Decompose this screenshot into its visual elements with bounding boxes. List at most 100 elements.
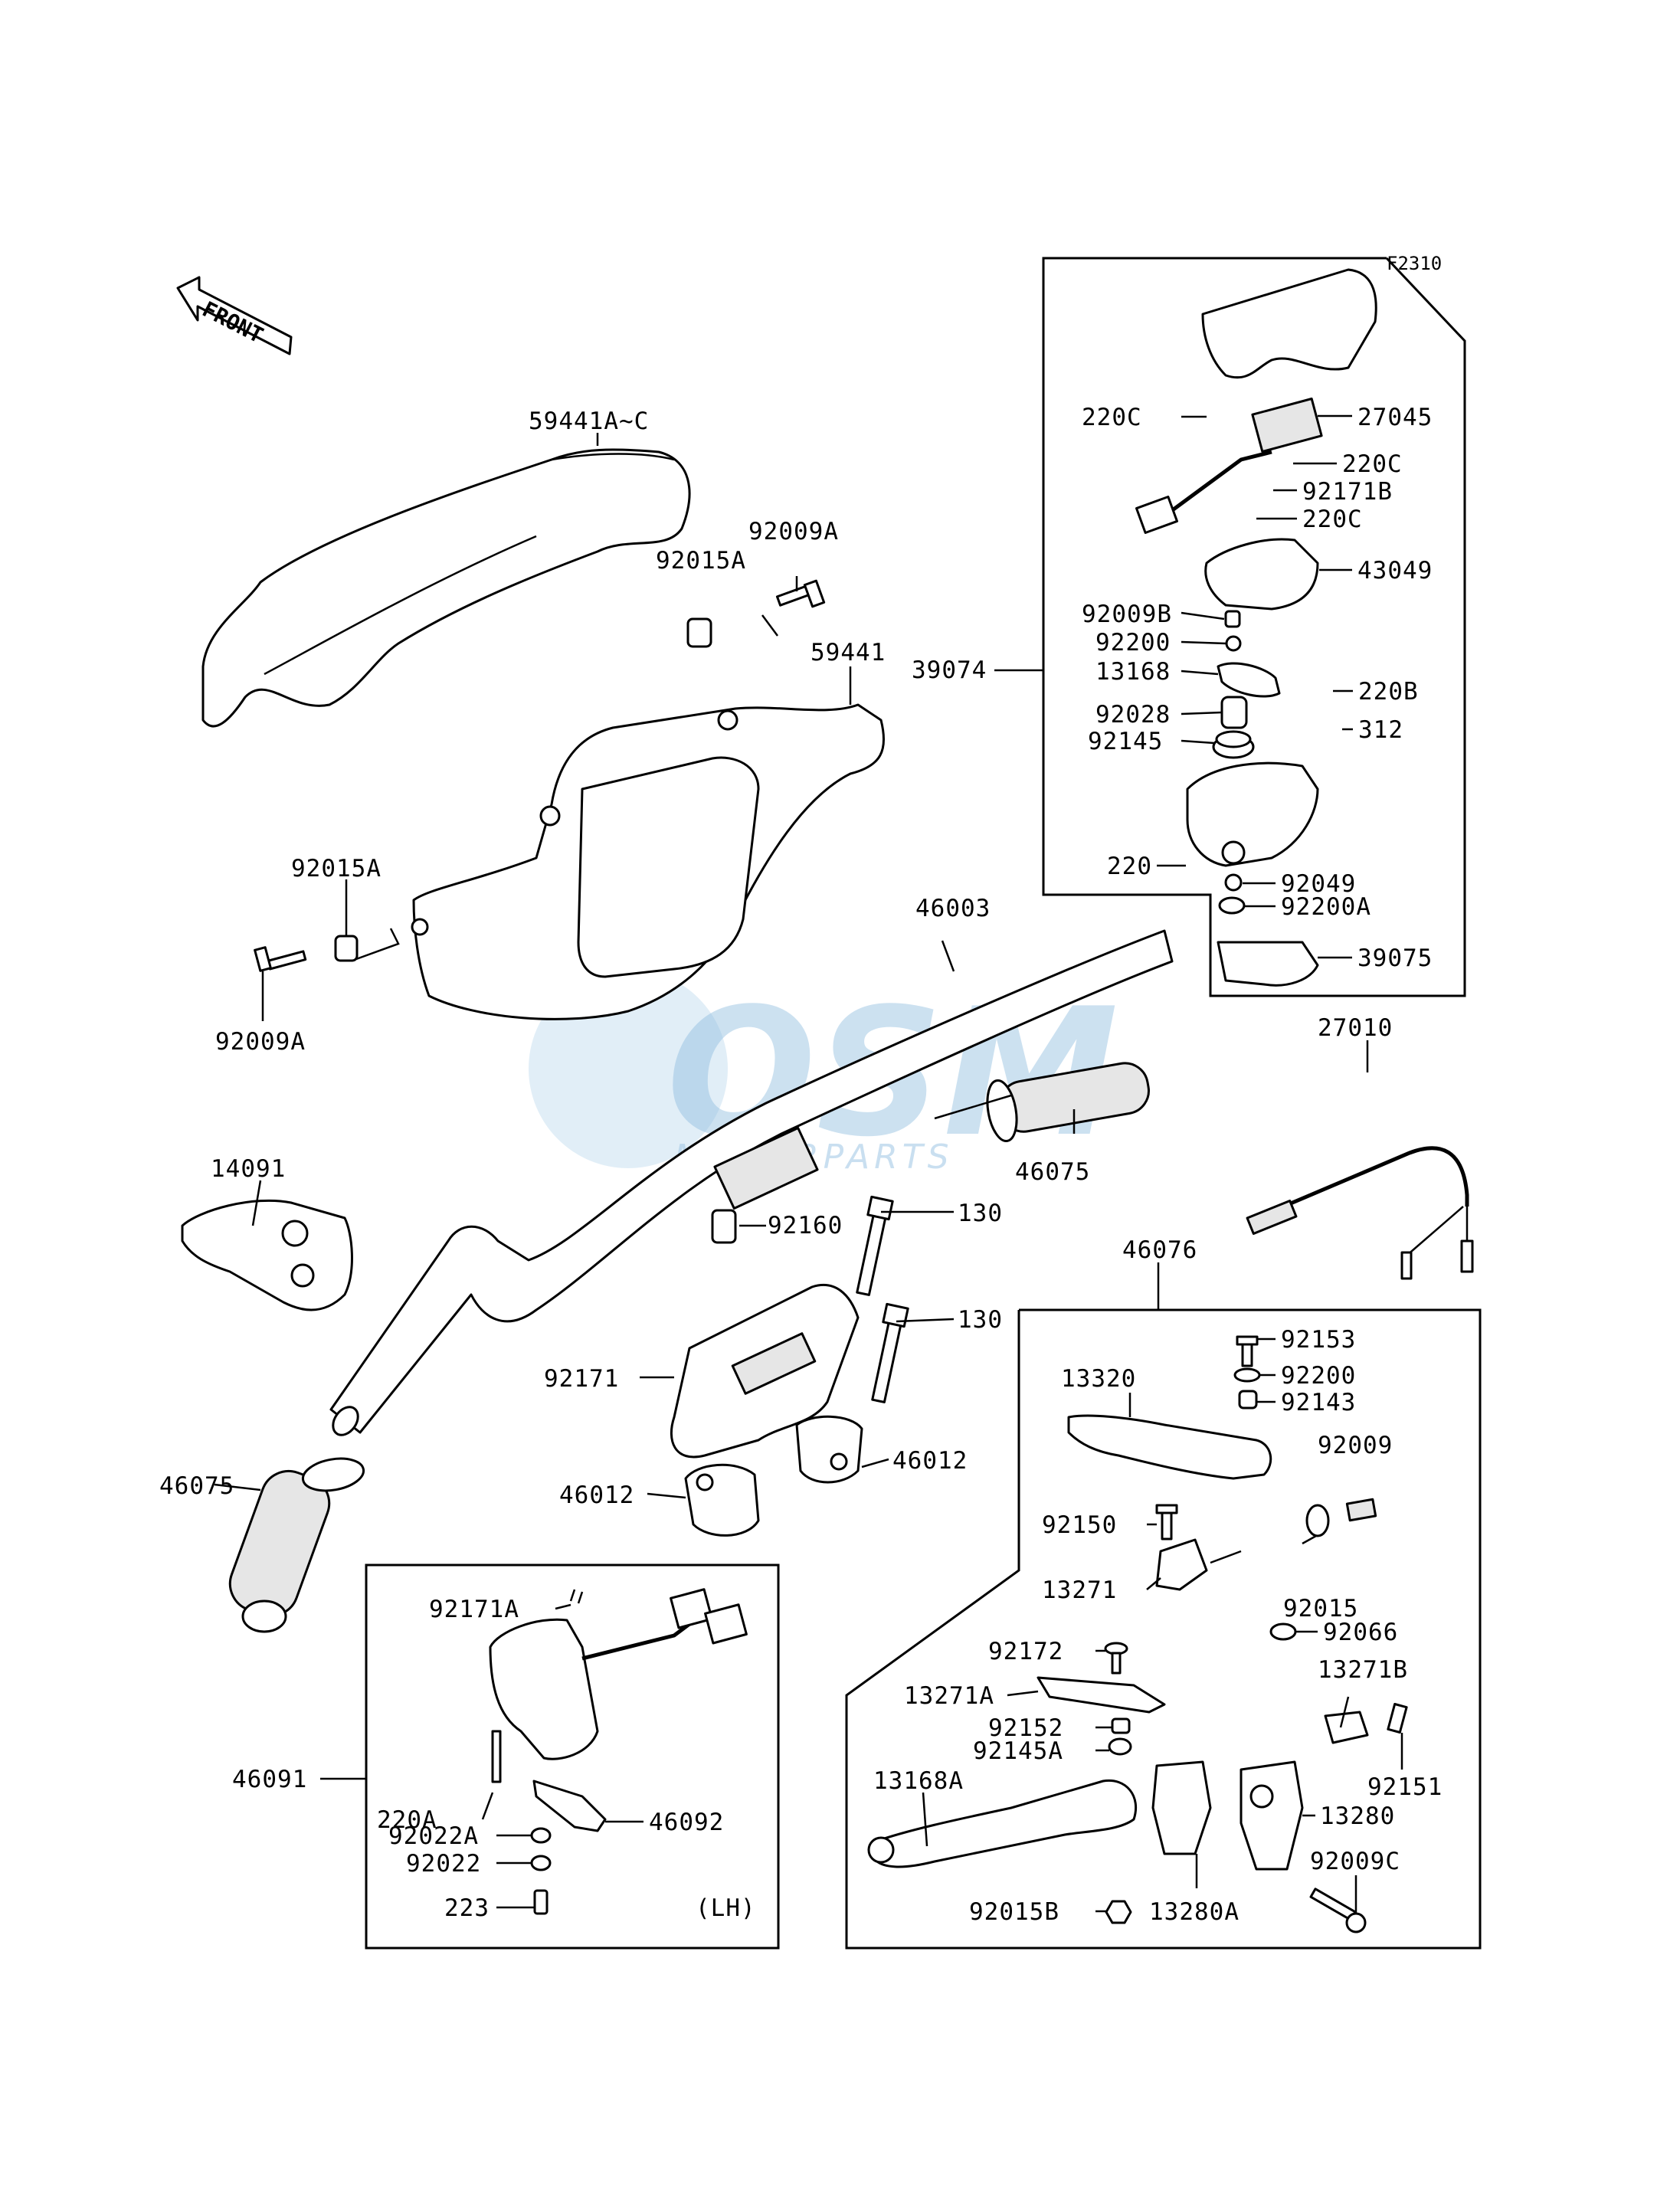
label-13271a: 13271A <box>904 1682 994 1710</box>
front-direction-arrow: FRONT <box>176 276 293 355</box>
label-side-lh: (LH) <box>696 1894 756 1922</box>
label-92009a-left: 92009A <box>215 1028 306 1056</box>
label-92145: 92145 <box>1088 728 1163 755</box>
holder-13280a-part <box>1151 1760 1212 1855</box>
collar-92160-part <box>711 1209 737 1244</box>
lever-46092-part <box>532 1780 607 1832</box>
bolt-92009-part <box>1345 1498 1377 1522</box>
lever-13320-part <box>1067 1414 1272 1480</box>
label-92150: 92150 <box>1042 1511 1117 1539</box>
label-92160: 92160 <box>768 1212 843 1239</box>
grip-left-part <box>228 1457 365 1633</box>
label-92151: 92151 <box>1367 1773 1443 1801</box>
label-92022: 92022 <box>406 1850 481 1878</box>
collar-92015a-top <box>686 617 712 648</box>
cover-14091-part <box>181 1199 353 1311</box>
label-92200-r: 92200 <box>1281 1362 1356 1390</box>
label-27045: 27045 <box>1357 404 1433 431</box>
bolt-92009a-top <box>775 579 826 608</box>
box-46091-group <box>365 1563 780 1950</box>
washer-92049-part <box>1224 873 1243 892</box>
spring-92145a-part <box>1108 1737 1132 1756</box>
switch-27045-part <box>1251 397 1323 453</box>
label-92153: 92153 <box>1281 1326 1356 1354</box>
label-14091: 14091 <box>211 1155 286 1183</box>
label-92022a: 92022A <box>388 1822 479 1850</box>
clamp-46012-left-part <box>684 1463 760 1537</box>
label-92028: 92028 <box>1095 701 1171 729</box>
label-92171: 92171 <box>544 1365 619 1393</box>
holder-92171-part <box>670 1283 860 1459</box>
upper-cover-part <box>201 448 691 728</box>
lever-13271a-part <box>1036 1676 1166 1714</box>
label-46075-left: 46075 <box>159 1472 234 1500</box>
screw-223-part <box>533 1889 549 1915</box>
screw-92153-part <box>1236 1335 1259 1367</box>
wiring-harness-39074-part <box>1135 450 1272 534</box>
label-27010: 27010 <box>1318 1014 1393 1042</box>
label-92009a-top: 92009A <box>748 518 839 545</box>
label-92009b: 92009B <box>1082 601 1172 628</box>
label-220c-2: 220C <box>1342 450 1403 478</box>
cap-92066-part <box>1269 1622 1297 1641</box>
bolt-130-a-part <box>856 1195 894 1296</box>
label-92143: 92143 <box>1281 1389 1356 1416</box>
lever-13168a-part <box>867 1779 1138 1868</box>
nut-92152-part <box>1111 1717 1131 1734</box>
label-92145a: 92145A <box>973 1737 1063 1765</box>
label-130-a: 130 <box>958 1200 1003 1227</box>
label-92015a-left: 92015A <box>291 855 382 882</box>
front-arrow-label: FRONT <box>198 296 267 349</box>
label-92200a: 92200A <box>1281 893 1371 921</box>
leader-lines <box>214 414 1403 1914</box>
bracket-13271b-part <box>1324 1711 1369 1744</box>
washer-92022-part <box>530 1855 552 1871</box>
holder-13280-part <box>1240 1760 1304 1871</box>
part-labels: 59441A~C 92009A 92015A 59441 92015A 9200… <box>159 404 1443 1926</box>
label-92171a: 92171A <box>429 1596 519 1623</box>
handlebar-part <box>329 929 1174 1436</box>
label-59441: 59441 <box>811 639 886 666</box>
meter-cover-part <box>411 703 886 1020</box>
bolt-92009a-left <box>254 946 307 972</box>
screw-220a-part <box>491 1730 502 1783</box>
bolt-130-b-part <box>871 1302 909 1403</box>
label-130-b: 130 <box>958 1306 1003 1334</box>
label-46076: 46076 <box>1122 1236 1197 1264</box>
label-13271: 13271 <box>1042 1577 1117 1604</box>
label-92172: 92172 <box>988 1638 1063 1665</box>
switch-46091-part <box>489 1588 748 1760</box>
bolt-92150-part <box>1155 1504 1178 1541</box>
collar-92143-part <box>1238 1390 1258 1410</box>
bracket-13271-part <box>1155 1538 1208 1591</box>
collar-92028-part <box>1220 696 1248 729</box>
label-92009c: 92009C <box>1310 1848 1400 1875</box>
label-46003: 46003 <box>915 895 991 922</box>
spring-92145-part <box>1212 730 1255 759</box>
label-92015b: 92015B <box>969 1898 1059 1926</box>
label-46075-right: 46075 <box>1015 1158 1090 1186</box>
label-92049: 92049 <box>1281 870 1356 898</box>
figure-code: F2310 <box>1387 253 1442 274</box>
label-92066: 92066 <box>1323 1619 1398 1646</box>
nut-92015b-part <box>1105 1900 1132 1924</box>
throttle-cable-part <box>1246 1146 1474 1280</box>
clip-92171a-part <box>569 1589 584 1604</box>
cover-43049-part <box>1204 538 1319 611</box>
label-59441a-c: 59441A~C <box>529 408 649 435</box>
adjuster-92015-part <box>1305 1504 1330 1537</box>
label-92152: 92152 <box>988 1714 1063 1742</box>
label-92200-top: 92200 <box>1095 629 1171 656</box>
label-220c-1: 220C <box>1082 404 1142 431</box>
label-312: 312 <box>1358 716 1403 744</box>
washer-92200a-part <box>1218 896 1246 915</box>
label-39075: 39075 <box>1357 945 1433 972</box>
label-46012-left: 46012 <box>559 1482 634 1509</box>
label-43049: 43049 <box>1357 557 1433 584</box>
label-13168a: 13168A <box>873 1767 964 1795</box>
label-92015: 92015 <box>1283 1595 1358 1622</box>
label-13280: 13280 <box>1320 1802 1395 1830</box>
lever-39075-part <box>1217 941 1319 987</box>
clamp-46012-right-part <box>795 1415 863 1484</box>
